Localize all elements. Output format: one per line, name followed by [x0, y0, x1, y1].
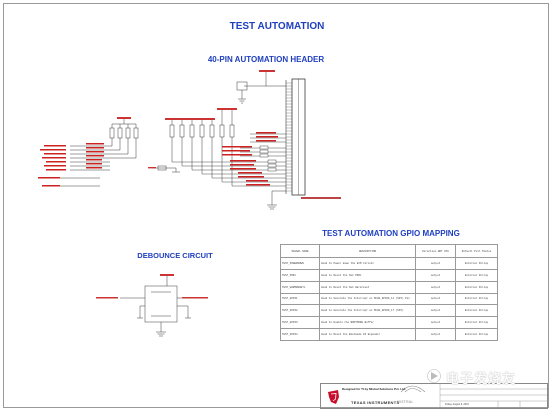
- title-block: [320, 383, 548, 409]
- title-block-grid: [439, 383, 548, 409]
- watermark-text: 电子发烧友: [446, 372, 517, 387]
- signal-description: Used to Generate the Interrupt on MCU0_G…: [319, 304, 416, 318]
- signal-pull: External Pullup: [455, 328, 498, 341]
- left-resistor-network: [60, 117, 139, 187]
- column-header: Direction WRT CPU: [415, 244, 456, 258]
- signal-name: TEST_GPIO1: [280, 292, 320, 306]
- signal-direction: output: [415, 268, 456, 282]
- signal-description: Used to Reset the SoC Warmreset: [319, 280, 416, 294]
- gpio-mapping-title: TEST AUTOMATION GPIO MAPPING: [322, 229, 460, 238]
- table-header-row: SIGNAL NAME DESCRIPTION Direction WRT CP…: [280, 244, 498, 258]
- sheet-date: Friday, August 9, 2019: [445, 403, 469, 406]
- signal-description: Used to Enable the BOOTMODE Buffer: [319, 316, 416, 330]
- column-header: SIGNAL NAME: [280, 244, 320, 258]
- column-header: Default Pull Status: [455, 244, 498, 258]
- debounce-circuit: [96, 274, 208, 337]
- signal-pull: External Pullup: [455, 268, 498, 282]
- table-row: TEST_WARMRESETn Used to Reset the SoC Wa…: [280, 280, 498, 294]
- table-row: TEST_GPIO3 Used to Enable the BOOTMODE B…: [280, 316, 498, 330]
- signal-pull: External Pullup: [455, 304, 498, 318]
- table-row: TEST_GPIO1 Used to Generate the Interrup…: [280, 292, 498, 306]
- signal-direction: output: [415, 328, 456, 341]
- signal-name: TEST_PORz: [280, 268, 320, 282]
- signal-name: TEST_GPIO4: [280, 328, 320, 341]
- header-net-labels: [222, 132, 278, 186]
- signal-name: TEST_GPIO2: [280, 304, 320, 318]
- brand-name: TEXAS INSTRUMENTS: [351, 400, 400, 405]
- header-supply: [236, 70, 286, 104]
- table-row: TEST_POWERDOWN Used to Power down the EV…: [280, 257, 498, 270]
- pullup-resistor-bank: [165, 108, 237, 186]
- table-row: TEST_PORz Used to Reset the SoC PORz out…: [280, 268, 498, 282]
- left-net-labels: [38, 143, 104, 187]
- ti-logo: [328, 390, 339, 404]
- header-section-title: 40-PIN AUTOMATION HEADER: [207, 55, 325, 64]
- table-row: TEST_GPIO2 Used to Generate the Interrup…: [280, 304, 498, 318]
- signal-description: Used to Generate the Interrupt on MCU0_G…: [319, 292, 416, 306]
- signal-description: Used to Power down the EVM Circuit: [319, 257, 416, 270]
- signal-direction: output: [415, 257, 456, 270]
- debounce-section-title: DEBOUNCE CIRCUIT: [137, 251, 213, 260]
- partner-name: MISTRAL: [397, 400, 414, 404]
- table-row: TEST_GPIO4 Used to Reset the Bootmode IO…: [280, 328, 498, 341]
- signal-description: Used to Reset the SoC PORz: [319, 268, 416, 282]
- series-resistors: [259, 145, 277, 172]
- signal-direction: output: [415, 292, 456, 306]
- signal-pull: External Pullup: [455, 280, 498, 294]
- header-connector: [285, 78, 341, 199]
- signal-direction: output: [415, 316, 456, 330]
- signal-pull: External Pullup: [455, 316, 498, 330]
- header-ground: [267, 190, 286, 210]
- signal-direction: output: [415, 280, 456, 294]
- page-title: TEST AUTOMATION: [229, 21, 325, 32]
- mistral-logo: [400, 385, 426, 393]
- signal-name: TEST_POWERDOWN: [280, 257, 320, 270]
- signal-pull: External Pullup: [455, 257, 498, 270]
- watermark-logo: [427, 369, 441, 383]
- column-header: DESCRIPTION: [319, 244, 416, 258]
- signal-name: TEST_GPIO3: [280, 316, 320, 330]
- gpio-mapping-table: SIGNAL NAME DESCRIPTION Direction WRT CP…: [280, 244, 498, 341]
- signal-name: TEST_WARMRESETn: [280, 280, 320, 294]
- signal-pull: External Pullup: [455, 292, 498, 306]
- small-pulldown: [148, 165, 180, 173]
- schematic-sheet-border: [3, 3, 549, 408]
- signal-description: Used to Reset the Bootmode IO Expander: [319, 328, 416, 341]
- designed-by-text: Designed for TI by Mistral Solutions Pvt…: [342, 387, 406, 391]
- signal-direction: output: [415, 304, 456, 318]
